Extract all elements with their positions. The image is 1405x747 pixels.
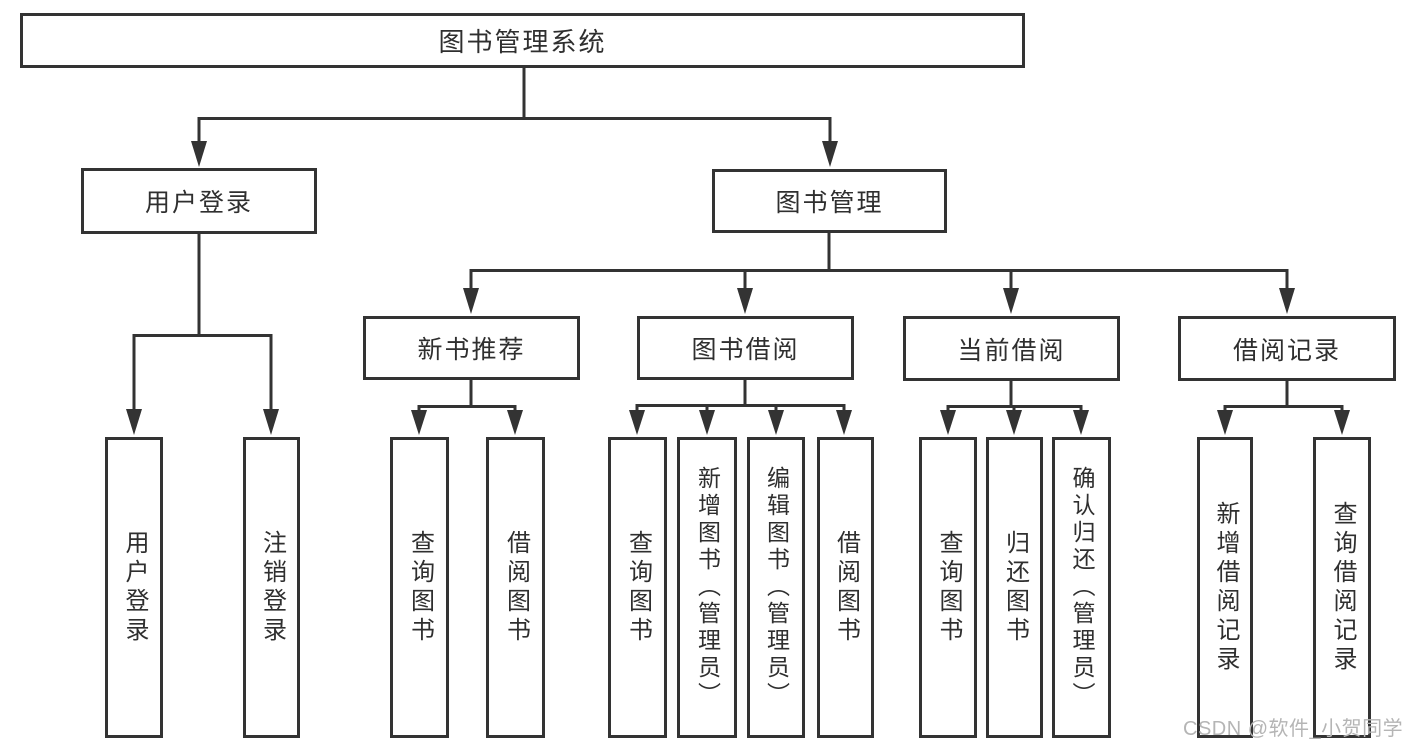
leaf-br-query-record: 查询借阅记录 [1313,437,1371,738]
arrowheads-level3 [463,288,1295,314]
csdn-watermark: CSDN @软件_小贺同学 [1183,718,1404,740]
node-label: 用户登录 [144,189,253,217]
leaf-bb-edit-books-admin: 编辑图书（管理员） [747,437,805,738]
arrowheads-new-book [411,410,523,435]
leaf-cb-query-books: 查询图书 [919,437,977,738]
connector-root-to-level2 [197,68,832,145]
node-label: 查询图书 [406,529,434,646]
node-label: 新书推荐 [417,336,526,364]
leaf-user-login: 用户登录 [105,437,163,738]
connector-user-login-branch [132,234,273,412]
connector-current-borrow-branch [946,381,1083,413]
node-new-book-recommendation: 新书推荐 [363,316,580,380]
node-label: 确认归还（管理员） [1069,466,1095,709]
connector-book-borrow-branch [635,380,846,412]
node-current-borrowing: 当前借阅 [903,316,1120,381]
connector-borrow-records-branch [1223,381,1344,413]
arrowheads-book-borrow [629,410,852,435]
node-book-management: 图书管理 [712,169,947,233]
connector-new-book-branch [417,380,517,413]
connector-book-management-branch [469,233,1289,292]
node-label: 新增借阅记录 [1212,500,1239,675]
leaf-bb-borrow-books: 借阅图书 [817,437,874,738]
node-label: 归还图书 [1001,529,1029,646]
leaf-nbr-query-books: 查询图书 [390,437,449,738]
node-label: 借阅图书 [832,529,860,646]
node-label: 查询图书 [935,529,962,646]
leaf-br-add-record: 新增借阅记录 [1197,437,1253,738]
node-label: 查询借阅记录 [1329,500,1356,675]
node-label: 用户登录 [121,529,148,646]
node-library-management-system: 图书管理系统 [20,13,1025,68]
leaf-bb-query-books: 查询图书 [608,437,667,738]
node-label: 查询图书 [624,529,652,646]
leaf-bb-add-books-admin: 新增图书（管理员） [677,437,737,738]
node-label: 借阅图书 [502,529,530,646]
node-label: 新增图书（管理员） [694,466,721,709]
node-label: 图书借阅 [691,336,800,364]
arrowheads-current-borrow [940,410,1089,435]
node-label: 当前借阅 [957,336,1066,365]
node-label: 借阅记录 [1232,336,1341,365]
node-label: 编辑图书（管理员） [763,466,790,709]
node-label: 图书管理 [775,189,884,217]
node-borrowing-records: 借阅记录 [1178,316,1396,381]
arrowheads-user-login [126,409,279,435]
leaf-cb-confirm-return-admin: 确认归还（管理员） [1052,437,1111,738]
node-user-login: 用户登录 [81,168,317,234]
leaf-logout: 注销登录 [243,437,300,738]
arrowheads-borrow-records [1217,410,1350,435]
arrowheads-level2 [191,141,838,167]
leaf-nbr-borrow-books: 借阅图书 [486,437,545,738]
leaf-cb-return-books: 归还图书 [986,437,1043,738]
node-label: 图书管理系统 [438,27,607,57]
node-label: 注销登录 [258,529,286,646]
node-book-borrowing: 图书借阅 [637,316,854,380]
